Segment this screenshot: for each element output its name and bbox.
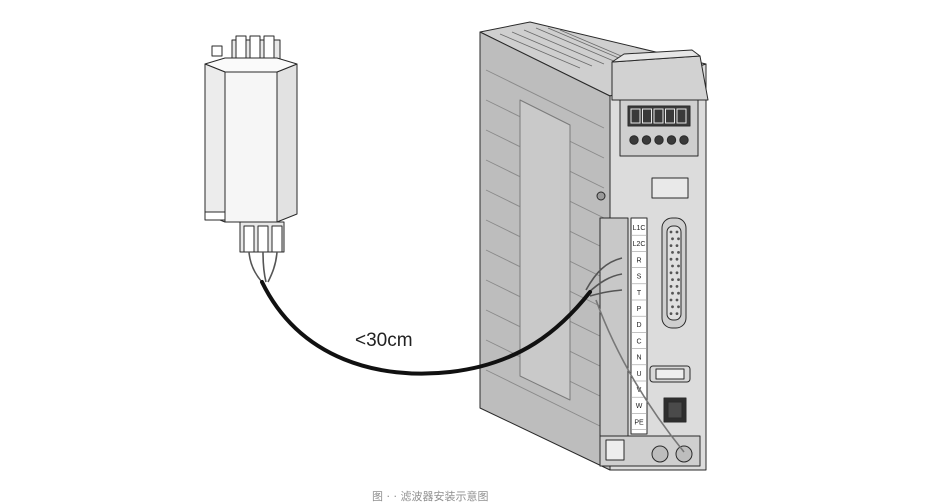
- dsub-pin: [669, 271, 673, 275]
- keypad-button[interactable]: [666, 135, 677, 145]
- connection-cable: [260, 280, 592, 376]
- dsub-pin: [675, 312, 679, 315]
- dsub-connector-pins: [669, 230, 680, 315]
- noise-filter-icon: [204, 35, 298, 253]
- dsub-pin: [669, 298, 673, 302]
- dsub-pin: [677, 305, 680, 309]
- dsub-pin: [669, 312, 673, 315]
- terminal-label-pe: PE: [634, 419, 644, 426]
- dsub-pin: [675, 271, 679, 275]
- dsub-pin: [677, 251, 680, 254]
- dsub-pin: [677, 278, 680, 281]
- dsub-pin: [671, 291, 674, 295]
- dsub-pin: [675, 244, 679, 248]
- filter-output-wires: [248, 251, 278, 283]
- led-display: [630, 108, 687, 124]
- dsub-pin: [675, 285, 679, 288]
- dsub-pin: [671, 237, 674, 241]
- terminal-label-c: C: [636, 338, 641, 345]
- display-digit: [630, 108, 641, 124]
- terminal-label-p: P: [637, 306, 642, 313]
- cable-length-label: <30cm: [355, 330, 413, 351]
- terminal-label-w: W: [636, 403, 643, 410]
- ground-wire: [595, 299, 685, 453]
- terminal-label-u: U: [636, 371, 641, 378]
- dsub-pin: [669, 257, 673, 261]
- display-digit: [642, 108, 652, 124]
- dsub-pin: [677, 237, 680, 241]
- dsub-pin: [677, 291, 680, 295]
- dsub-pin: [675, 230, 679, 234]
- display-digit: [676, 108, 687, 124]
- keypad-button[interactable]: [679, 135, 689, 145]
- keypad: [629, 135, 689, 145]
- dsub-pin: [671, 264, 674, 268]
- terminal-label-d: D: [636, 322, 641, 329]
- dsub-pin: [671, 305, 674, 309]
- dsub-pin: [669, 230, 673, 234]
- display-digit: [665, 108, 675, 124]
- display-digit: [653, 108, 664, 124]
- figure-caption: 图 · · 滤波器安装示意图: [372, 489, 488, 502]
- terminal-label-l1c: L1C: [633, 225, 646, 232]
- dsub-pin: [675, 298, 679, 302]
- dsub-pin: [669, 285, 673, 288]
- keypad-button[interactable]: [641, 135, 652, 145]
- dsub-pin: [669, 244, 673, 248]
- terminal-label-n: N: [636, 355, 641, 362]
- dsub-pin: [677, 264, 680, 268]
- dsub-pin: [675, 257, 679, 261]
- dsub-pin: [671, 251, 674, 254]
- keypad-button[interactable]: [654, 135, 664, 145]
- dsub-pin: [671, 278, 674, 281]
- terminal-label-l2c: L2C: [633, 241, 646, 248]
- terminal-label-s: S: [637, 274, 642, 281]
- terminal-label-r: R: [636, 257, 641, 264]
- servo-drive-icon: [479, 21, 709, 471]
- keypad-button[interactable]: [629, 135, 639, 145]
- terminal-label-t: T: [637, 290, 642, 297]
- terminal-label-v: V: [637, 387, 642, 394]
